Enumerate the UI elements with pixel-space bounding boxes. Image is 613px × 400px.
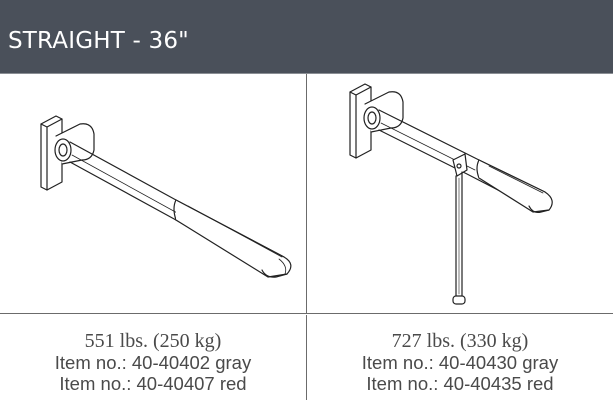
grab-bar-with-leg-illustration xyxy=(349,83,553,305)
item-number-red: Item no.: 40-40435 red xyxy=(366,373,554,394)
load-capacity: 727 lbs. (330 kg) xyxy=(391,330,529,352)
product-image-cell-1 xyxy=(0,74,307,314)
item-number-gray: Item no.: 40-40430 gray xyxy=(361,352,559,373)
product-table: 551 lbs. (250 kg) Item no.: 40-40402 gra… xyxy=(0,74,613,400)
item-number-gray: Item no.: 40-40402 gray xyxy=(54,352,252,373)
load-capacity: 551 lbs. (250 kg) xyxy=(84,330,222,352)
grab-bar-illustration xyxy=(40,115,292,278)
page-title: STRAIGHT - 36" xyxy=(8,28,189,54)
product-spec-cell-2: 727 lbs. (330 kg) Item no.: 40-40430 gra… xyxy=(307,315,613,400)
item-number-red: Item no.: 40-40407 red xyxy=(59,373,247,394)
header-bar: STRAIGHT - 36" xyxy=(0,0,613,74)
product-spec-cell-1: 551 lbs. (250 kg) Item no.: 40-40402 gra… xyxy=(0,315,307,400)
product-image-cell-2 xyxy=(307,74,613,314)
